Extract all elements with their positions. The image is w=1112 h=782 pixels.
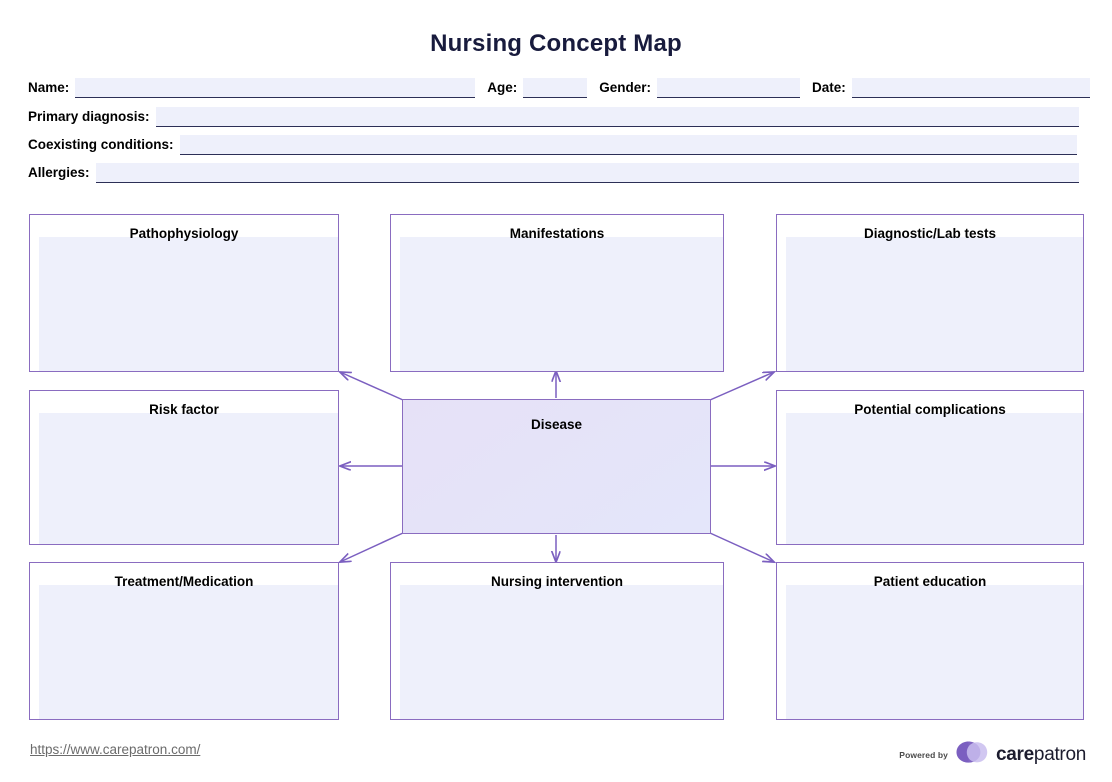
coexisting-conditions-field[interactable] (179, 135, 1077, 155)
node-risk-factor[interactable]: Risk factor (29, 390, 339, 545)
node-potential-complications[interactable]: Potential complications (776, 390, 1084, 545)
powered-by-label: Powered by (899, 749, 949, 760)
age-label: Age: (487, 80, 518, 95)
node-treatment-medication[interactable]: Treatment/Medication (29, 562, 339, 720)
age-field[interactable] (523, 78, 588, 98)
node-nursing-intervention[interactable]: Nursing intervention (390, 562, 724, 720)
node-input-manifestations[interactable] (400, 237, 723, 371)
form-row-primary-diagnosis: Primary diagnosis: (28, 105, 1079, 127)
node-input-nursing-intervention[interactable] (400, 585, 723, 719)
primary-diagnosis-field[interactable] (155, 107, 1079, 127)
node-patient-education[interactable]: Patient education (776, 562, 1084, 720)
node-input-patient-education[interactable] (786, 585, 1083, 719)
age-input[interactable] (523, 78, 588, 97)
gender-label: Gender: (599, 80, 652, 95)
name-input[interactable] (75, 78, 476, 97)
coexisting-conditions-input[interactable] (179, 135, 1077, 154)
date-field[interactable] (851, 78, 1090, 98)
brand-rest-text: patron (1033, 743, 1086, 765)
node-diagnostic-lab-tests[interactable]: Diagnostic/Lab tests (776, 214, 1084, 372)
carepatron-wordmark: carepatron (996, 744, 1086, 766)
primary-diagnosis-input[interactable] (155, 107, 1079, 126)
node-input-potential-complications[interactable] (786, 413, 1083, 544)
form-row-allergies: Allergies: (28, 161, 1079, 183)
date-label: Date: (812, 80, 846, 95)
form-row-coexisting-conditions: Coexisting conditions: (28, 133, 1077, 155)
coexisting-conditions-label: Coexisting conditions: (28, 137, 174, 152)
allergies-field[interactable] (95, 163, 1079, 183)
node-input-diagnostic-lab-tests[interactable] (786, 237, 1083, 371)
node-title-disease: Disease (530, 417, 583, 432)
node-disease-center[interactable]: Disease (402, 399, 711, 534)
carepatron-logo-icon (955, 740, 989, 769)
page-title: Nursing Concept Map (430, 30, 682, 57)
node-input-pathophysiology[interactable] (39, 237, 338, 371)
date-input[interactable] (851, 78, 1090, 97)
carepatron-branding: Powered by carepatron (899, 740, 1086, 769)
brand-bold-text: care (996, 743, 1034, 765)
name-label: Name: (28, 80, 70, 95)
node-input-disease[interactable] (403, 434, 710, 533)
form-row-identity: Name: Age: Gender: Date: (28, 76, 1090, 98)
node-input-risk-factor[interactable] (39, 413, 338, 544)
allergies-input[interactable] (95, 163, 1079, 182)
name-field[interactable] (75, 78, 476, 98)
gender-field[interactable] (657, 78, 801, 98)
gender-input[interactable] (657, 78, 801, 97)
carepatron-url-link[interactable]: https://www.carepatron.com/ (30, 742, 201, 757)
node-manifestations[interactable]: Manifestations (390, 214, 724, 372)
node-pathophysiology[interactable]: Pathophysiology (29, 214, 339, 372)
allergies-label: Allergies: (28, 165, 90, 180)
primary-diagnosis-label: Primary diagnosis: (28, 109, 150, 124)
node-input-treatment-medication[interactable] (39, 585, 338, 719)
